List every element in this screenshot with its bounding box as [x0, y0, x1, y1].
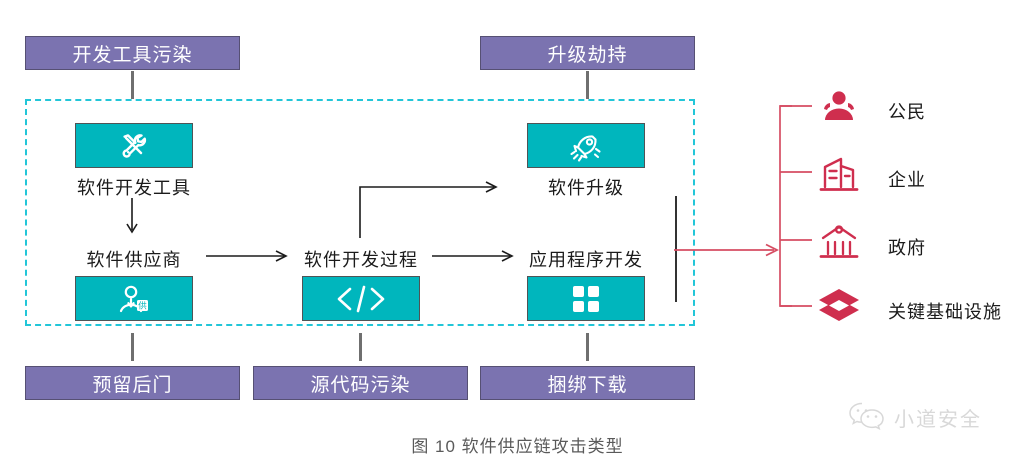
attack-label: 源代码污染 — [310, 374, 411, 396]
attack-label: 开发工具污染 — [72, 44, 193, 66]
tools-icon — [75, 123, 193, 168]
attack-label: 捆绑下载 — [547, 374, 628, 396]
government-building-icon — [818, 220, 860, 262]
output-bracket — [675, 196, 677, 302]
wechat-icon — [848, 400, 886, 435]
arrow-to-victims — [674, 243, 780, 257]
connector-dev-tool — [131, 71, 134, 99]
connector-upgrade-hijack — [586, 71, 589, 99]
victim-label-citizen: 公民 — [888, 102, 926, 122]
attack-reserved-backdoor[interactable]: 预留后门 — [25, 366, 240, 400]
svg-text:供: 供 — [138, 300, 147, 310]
critical-infrastructure-icon — [818, 284, 860, 326]
citizen-icon — [818, 85, 860, 127]
attack-bundled-download[interactable]: 捆绑下载 — [480, 366, 695, 400]
code-tag-icon — [302, 276, 420, 321]
victim-label-enterprise: 企业 — [888, 170, 926, 190]
attack-label: 预留后门 — [92, 374, 173, 396]
victim-bracket — [779, 105, 812, 307]
arrow-process-to-upgrade — [359, 181, 498, 238]
arrow-supplier-to-process — [206, 250, 288, 262]
node-label-appdev: 应用程序开发 — [529, 250, 643, 270]
arrow-devtools-to-supplier — [126, 198, 138, 234]
attack-upgrade-hijacking[interactable]: 升级劫持 — [480, 36, 695, 70]
arrow-process-to-appdev — [432, 250, 514, 262]
figure-caption: 图 10 软件供应链攻击类型 — [411, 437, 624, 456]
node-label-supplier: 软件供应商 — [86, 250, 182, 270]
app-grid-icon — [527, 276, 645, 321]
attack-source-code-contamination[interactable]: 源代码污染 — [253, 366, 468, 400]
node-label-dev-tools: 软件开发工具 — [77, 178, 191, 198]
connector-source-contamination — [359, 333, 362, 361]
attack-dev-tool-contamination[interactable]: 开发工具污染 — [25, 36, 240, 70]
watermark: 小道安全 — [848, 400, 982, 435]
node-label-upgrade: 软件升级 — [548, 178, 624, 198]
enterprise-building-icon — [818, 152, 860, 194]
attack-label: 升级劫持 — [547, 44, 628, 66]
node-label-dev-process: 软件开发过程 — [304, 250, 418, 270]
supplier-person-icon: 供 — [75, 276, 193, 321]
supply-chain-boundary — [25, 99, 695, 326]
rocket-icon — [527, 123, 645, 168]
connector-backdoor — [131, 333, 134, 361]
connector-bundled-download — [586, 333, 589, 361]
watermark-text: 小道安全 — [894, 409, 982, 431]
victim-label-government: 政府 — [888, 238, 926, 258]
victim-label-critical-infrastructure: 关键基础设施 — [888, 302, 1002, 322]
